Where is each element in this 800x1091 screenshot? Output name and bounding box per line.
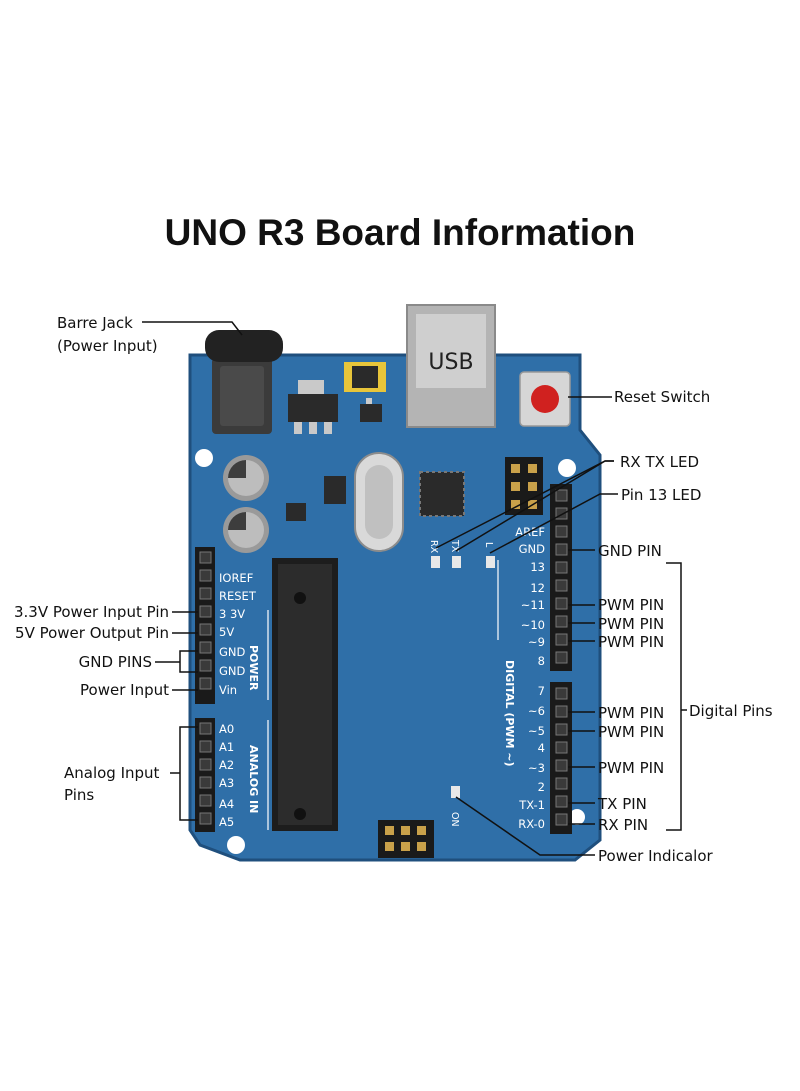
pin-label-a4: A4 <box>219 797 234 811</box>
pin-label-7: 7 <box>538 684 545 698</box>
pin-label-6: ~6 <box>528 704 545 718</box>
callout-digital-pins: Digital Pins <box>689 702 773 720</box>
microcontroller <box>272 558 338 831</box>
pin-label-2: 2 <box>538 780 545 794</box>
power-led <box>451 786 460 798</box>
callout-power-indicator: Power Indicalor <box>598 847 714 865</box>
pin-label-11: ~11 <box>521 598 545 612</box>
usb-label: USB <box>428 350 473 375</box>
pin-label-10: ~10 <box>521 618 545 632</box>
callout-lines <box>142 321 687 856</box>
callout-pin13-led: Pin 13 LED <box>621 486 701 504</box>
page-title: UNO R3 Board Information <box>164 212 636 253</box>
pin-label-gnd-digital: GND <box>519 542 546 556</box>
small-chip <box>286 503 306 521</box>
pin-label-5v: 5V <box>219 625 234 639</box>
callout-3v3-input: 3.3V Power Input Pin <box>14 603 169 621</box>
analog-section-label: ANALOG IN <box>247 745 260 813</box>
pin13-led <box>486 556 495 568</box>
callout-barrel-jack-sub: (Power Input) <box>57 337 158 355</box>
icsp-header-bottom <box>378 820 434 858</box>
pin-label-12: 12 <box>530 581 545 595</box>
pin-label-vin: Vin <box>219 683 237 697</box>
transistor <box>360 398 382 422</box>
callout-pwm-5: PWM PIN <box>598 723 664 741</box>
mounting-hole <box>195 449 213 467</box>
capacitor <box>223 455 269 501</box>
digital-section-label: DIGITAL (PWM ~) <box>503 660 516 767</box>
callout-power-input: Power Input <box>80 681 169 699</box>
mounting-hole <box>227 836 245 854</box>
capacitor <box>223 507 269 553</box>
tx-led <box>452 556 461 568</box>
pin-label-rx0: RX-0 <box>518 817 545 831</box>
callout-gnd-pins: GND PINS <box>79 653 152 671</box>
pin-label-gnd: GND <box>219 645 246 659</box>
callout-pwm-6: PWM PIN <box>598 704 664 722</box>
callout-pwm-9: PWM PIN <box>598 633 664 651</box>
pin-label-8: 8 <box>538 654 545 668</box>
l-led-label: L <box>483 542 494 548</box>
icsp-header <box>505 457 543 515</box>
small-chip <box>324 476 346 504</box>
crystal-oscillator <box>354 452 404 552</box>
power-header <box>195 547 215 704</box>
usb-port: USB <box>406 304 496 428</box>
callout-pwm-10: PWM PIN <box>598 615 664 633</box>
mounting-hole <box>569 809 585 825</box>
pin-label-gnd: GND <box>219 664 246 678</box>
pin-label-3: ~3 <box>528 761 545 775</box>
pin-label-reset: RESET <box>219 589 257 603</box>
voltage-regulator <box>288 380 338 434</box>
pin-label-ioref: IOREF <box>219 571 253 585</box>
pin-label-3v3: 3 3V <box>219 607 245 621</box>
callout-rx-tx-led: RX TX LED <box>620 453 699 471</box>
usb-chip <box>419 471 465 517</box>
callout-gnd-pin: GND PIN <box>598 542 662 560</box>
callout-5v-output: 5V Power Output Pin <box>15 624 169 642</box>
digital-header-upper <box>550 484 572 671</box>
tx-led-label: TX <box>449 539 460 553</box>
power-section-label: POWER <box>247 645 260 691</box>
barrel-jack <box>205 330 283 434</box>
callout-rx-pin: RX PIN <box>598 816 648 834</box>
on-led-label: ON <box>449 812 460 827</box>
analog-header <box>195 718 215 832</box>
pin-label-4: 4 <box>538 741 545 755</box>
pin-label-a5: A5 <box>219 815 234 829</box>
callout-barrel-jack: Barre Jack <box>57 314 133 332</box>
pin-label-5: ~5 <box>528 724 545 738</box>
callout-pwm-11: PWM PIN <box>598 596 664 614</box>
mounting-hole <box>558 459 576 477</box>
pin-label-13: 13 <box>530 560 545 574</box>
callout-analog-input: Analog Input <box>64 764 160 782</box>
reset-button[interactable] <box>519 371 571 427</box>
pin-label-tx1: TX-1 <box>518 798 545 812</box>
pin-label-a1: A1 <box>219 740 234 754</box>
pin-label-a2: A2 <box>219 758 234 772</box>
pin-label-a0: A0 <box>219 722 234 736</box>
callout-analog-input-sub: Pins <box>64 786 94 804</box>
callout-reset-switch: Reset Switch <box>614 388 710 406</box>
digital-header-lower <box>550 682 572 834</box>
rx-led-label: RX <box>428 540 439 554</box>
callout-tx-pin: TX PIN <box>597 795 647 813</box>
pin-label-9: ~9 <box>528 635 545 649</box>
callout-pwm-3: PWM PIN <box>598 759 664 777</box>
rx-led <box>431 556 440 568</box>
fuse <box>344 362 386 392</box>
pin-label-a3: A3 <box>219 776 234 790</box>
